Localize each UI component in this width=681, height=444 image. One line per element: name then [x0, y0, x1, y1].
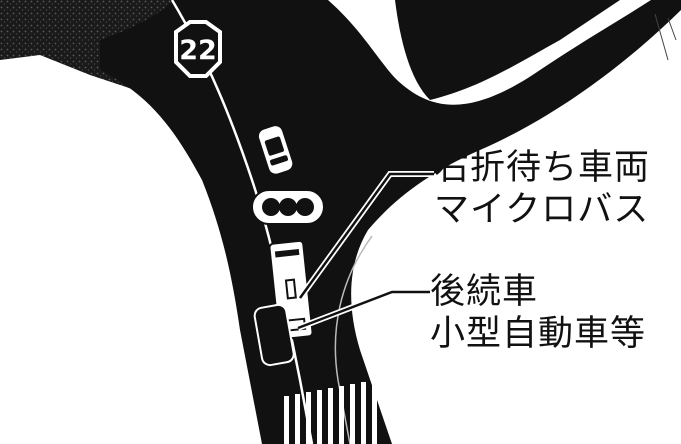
- sketch-mark: [654, 13, 677, 61]
- main-road: [100, 0, 681, 444]
- crosswalk-stripe: [328, 388, 333, 444]
- signal-light: [262, 198, 280, 216]
- label-microbus: マイクロバス: [434, 190, 650, 230]
- traffic-signal: [251, 189, 325, 225]
- signal-light: [279, 198, 297, 216]
- crosswalk-stripe: [306, 392, 311, 444]
- label-right-turn-vehicle: 右折待ち車両: [434, 148, 651, 188]
- crosswalk-stripe: [361, 382, 366, 444]
- crosswalk: [284, 380, 377, 444]
- crosswalk-stripe: [372, 380, 377, 444]
- crosswalk-stripe: [350, 384, 355, 444]
- route-sign-22: 22: [174, 20, 222, 78]
- crosswalk-stripe: [317, 390, 322, 444]
- crosswalk-stripe: [339, 386, 344, 444]
- crosswalk-stripe: [295, 394, 300, 444]
- branch-road: [395, 0, 620, 100]
- following-car: [253, 303, 295, 367]
- oncoming-car: [256, 124, 295, 176]
- route-sign-number: 22: [179, 35, 217, 66]
- signal-light: [296, 198, 314, 216]
- crosswalk-stripe: [284, 396, 289, 444]
- label-following-vehicle: 後続車: [430, 272, 539, 312]
- leader-line-following: [297, 290, 430, 330]
- leader-line-right-turn: [298, 172, 434, 299]
- label-small-car: 小型自動車等: [430, 314, 647, 354]
